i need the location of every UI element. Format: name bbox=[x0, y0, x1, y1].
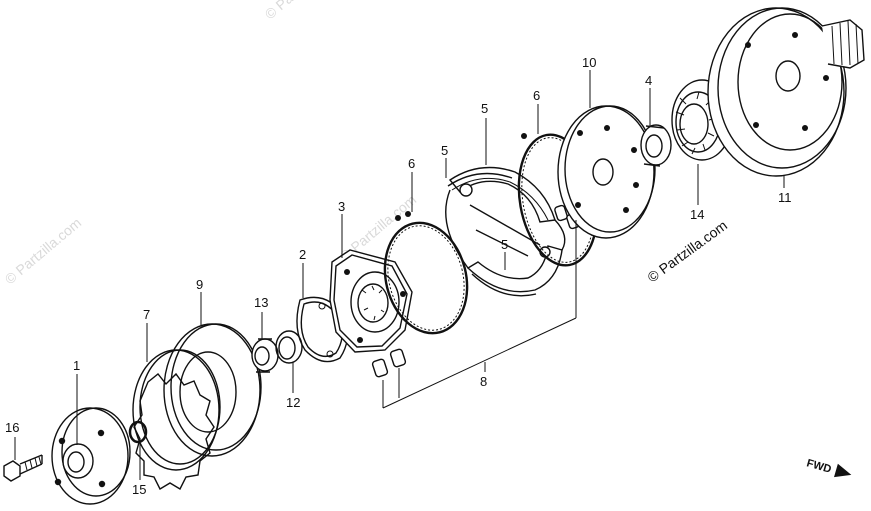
callout-5-inner: 5 bbox=[501, 237, 508, 252]
callout-7: 7 bbox=[143, 307, 150, 322]
part-1-drive-plate bbox=[51, 407, 131, 505]
leader-lines bbox=[14, 70, 785, 480]
callout-6-right: 6 bbox=[533, 88, 540, 103]
watermark-faint-left: © Partzilla.com bbox=[2, 214, 85, 287]
watermark-faint-top: © Partzilla.com bbox=[262, 0, 345, 22]
part-6-spring-left bbox=[383, 211, 469, 335]
part-4-bushing bbox=[640, 124, 672, 167]
part-10-backing-plate bbox=[557, 105, 656, 239]
callout-13: 13 bbox=[254, 295, 268, 310]
callout-6-left: 6 bbox=[408, 156, 415, 171]
part-12-washer bbox=[275, 330, 303, 364]
watermark-main: © Partzilla.com bbox=[644, 217, 730, 285]
callout-15: 15 bbox=[132, 482, 146, 497]
part-9-friction-disc bbox=[163, 323, 262, 457]
callout-11: 11 bbox=[778, 190, 792, 205]
callout-3: 3 bbox=[338, 199, 345, 214]
part-11-outer-drum bbox=[707, 7, 865, 177]
part-13-nut bbox=[251, 338, 279, 373]
callout-9: 9 bbox=[196, 277, 203, 292]
callout-1: 1 bbox=[73, 358, 80, 373]
fwd-label: FWD bbox=[805, 457, 832, 475]
part-16-bolt bbox=[3, 454, 43, 482]
callout-8: 8 bbox=[480, 374, 487, 389]
callout-5-left: 5 bbox=[441, 143, 448, 158]
part-5-brake-shoes bbox=[445, 166, 566, 297]
callout-16: 16 bbox=[5, 420, 19, 435]
callout-12: 12 bbox=[286, 395, 300, 410]
callout-4: 4 bbox=[645, 73, 652, 88]
callout-14: 14 bbox=[690, 207, 704, 222]
callout-10: 10 bbox=[582, 55, 596, 70]
fwd-arrow-icon bbox=[834, 463, 852, 478]
callout-5-top: 5 bbox=[481, 101, 488, 116]
forward-direction-indicator: FWD bbox=[805, 457, 852, 478]
part-3-cover-plate bbox=[329, 249, 413, 353]
part-7-ribbed-ring bbox=[132, 349, 221, 490]
callout-labels: 16 1 15 7 9 13 12 2 3 6 5 5 5 6 10 4 8 1… bbox=[5, 55, 792, 497]
callout-2: 2 bbox=[299, 247, 306, 262]
